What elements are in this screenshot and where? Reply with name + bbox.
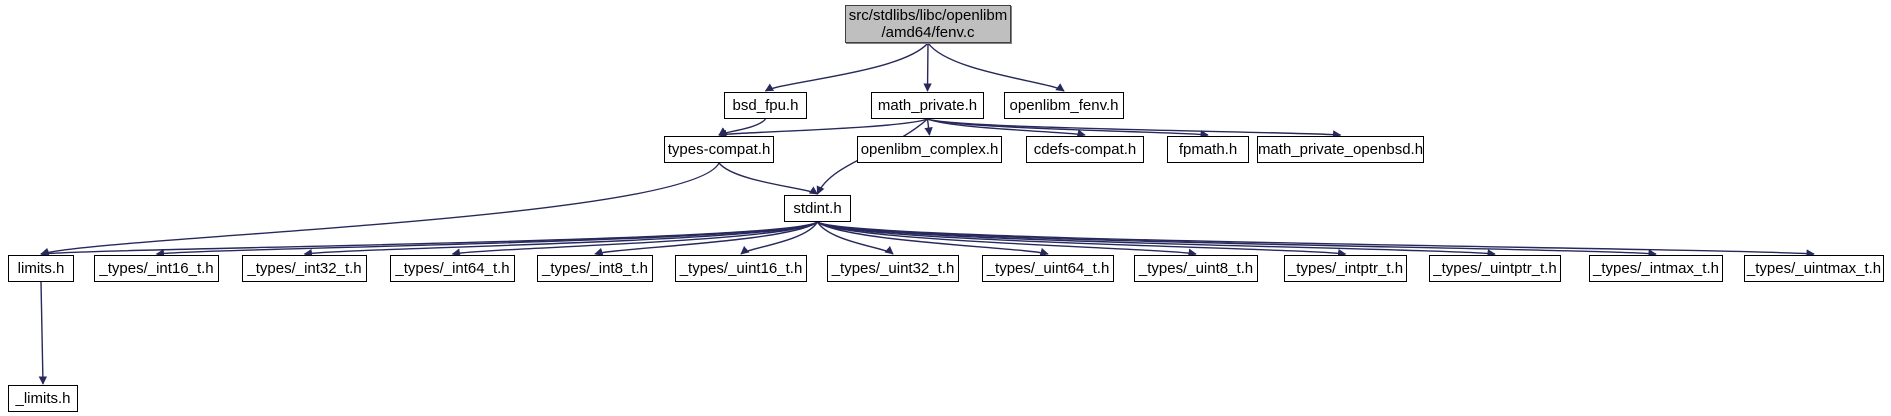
graph-edge-stdint-to-intptr [817,221,1347,258]
graph-edge-fenv-to-openlibm_fenv [927,42,1065,92]
graph-node-intmax[interactable]: _types/_intmax_t.h [1589,255,1723,282]
graph-node-label: math_private.h [877,97,978,114]
graph-node-intptr[interactable]: _types/_intptr_t.h [1284,255,1407,282]
graph-node-fpmath[interactable]: fpmath.h [1167,136,1249,163]
graph-node-uintmax[interactable]: _types/_uintmax_t.h [1744,255,1884,282]
graph-edge-types_compat-to-limits [40,162,720,257]
graph-node-label: _types/_intmax_t.h [1593,260,1719,277]
graph-node-label: src/stdlibs/libc/openlibm /amd64/fenv.c [848,7,1008,41]
graph-edge-math_private-to-types_compat [718,118,928,139]
graph-node-_limits[interactable]: _limits.h [8,385,78,412]
graph-edge-math_private-to-mp_openbsd [927,118,1342,139]
graph-node-label: openlibm_fenv.h [1009,97,1119,114]
graph-node-stdint[interactable]: stdint.h [784,195,851,222]
graph-edge-math_private-to-cdefs_compat [927,118,1086,138]
graph-edge-stdint-to-uint8 [817,221,1197,257]
graph-edge-stdint-to-int32 [303,221,818,258]
graph-edge-stdint-to-uint32 [816,221,894,255]
graph-edge-stdint-to-uintptr [817,221,1496,258]
graph-node-label: _types/_uintmax_t.h [1746,260,1882,277]
graph-node-label: bsd_fpu.h [732,97,799,114]
graph-node-bsd_fpu[interactable]: bsd_fpu.h [724,92,807,119]
graph-node-label: _types/_uint64_t.h [986,260,1110,277]
graph-node-cdefs_compat[interactable]: cdefs-compat.h [1026,136,1144,163]
graph-node-label: _types/_int8_t.h [542,260,648,277]
graph-node-label: fpmath.h [1178,141,1238,158]
graph-edge-math_private-to-fpmath [927,118,1209,139]
graph-node-int8[interactable]: _types/_int8_t.h [537,255,653,282]
graph-edge-fenv-to-math_private [923,42,932,92]
graph-node-label: _types/_intptr_t.h [1287,260,1404,277]
graph-node-label: _types/_uint8_t.h [1138,260,1254,277]
graph-edge-stdint-to-uint64 [817,221,1049,257]
graph-edge-bsd_fpu-to-types_compat [718,118,767,136]
graph-node-label: openlibm_complex.h [860,141,999,158]
graph-node-mp_openbsd[interactable]: math_private_openbsd.h [1257,136,1424,163]
graph-edge-stdint-to-uintmax [817,221,1815,258]
graph-node-types_compat[interactable]: types-compat.h [664,136,774,163]
graph-node-label: types-compat.h [667,141,771,158]
graph-node-label: math_private_openbsd.h [1257,141,1424,158]
graph-node-label: _types/_int64_t.h [395,260,510,277]
graph-node-limits[interactable]: limits.h [8,255,74,282]
graph-node-openlibm_complex[interactable]: openlibm_complex.h [857,136,1002,163]
graph-node-uintptr[interactable]: _types/_uintptr_t.h [1429,255,1561,282]
graph-edge-stdint-to-int8 [594,221,818,256]
graph-node-label: _limits.h [15,390,71,407]
graph-node-label: _types/_uint32_t.h [831,260,955,277]
graph-node-uint8[interactable]: _types/_uint8_t.h [1134,255,1258,282]
graph-node-label: _types/_int32_t.h [247,260,362,277]
graph-node-label: _types/_int16_t.h [99,260,214,277]
graph-node-int32[interactable]: _types/_int32_t.h [242,255,367,282]
graph-node-uint64[interactable]: _types/_uint64_t.h [982,255,1114,282]
graph-node-uint16[interactable]: _types/_uint16_t.h [675,255,807,282]
graph-edge-stdint-to-intmax [817,221,1657,258]
graph-node-label: cdefs-compat.h [1033,141,1137,158]
graph-node-label: _types/_uint16_t.h [679,260,803,277]
graph-node-label: limits.h [17,260,65,277]
graph-edge-types_compat-to-stdint [718,162,819,195]
graph-node-uint32[interactable]: _types/_uint32_t.h [827,255,959,282]
graph-edge-limits-to-_limits [38,281,48,385]
graph-node-label: _types/_uintptr_t.h [1433,260,1557,277]
graph-edge-stdint-to-int16 [155,221,818,258]
graph-edge-stdint-to-uint16 [740,221,819,255]
graph-edge-fenv-to-bsd_fpu [764,42,929,92]
graph-node-int16[interactable]: _types/_int16_t.h [94,255,219,282]
graph-edge-stdint-to-int64 [451,221,818,257]
graph-edge-stdint-to-limits [40,221,818,258]
graph-node-openlibm_fenv[interactable]: openlibm_fenv.h [1004,92,1124,119]
graph-node-math_private[interactable]: math_private.h [871,92,984,119]
graph-node-label: stdint.h [793,200,842,217]
graph-edge-math_private-to-openlibm_complex [924,118,933,136]
graph-node-int64[interactable]: _types/_int64_t.h [390,255,515,282]
graph-node-fenv: src/stdlibs/libc/openlibm /amd64/fenv.c [845,5,1011,43]
